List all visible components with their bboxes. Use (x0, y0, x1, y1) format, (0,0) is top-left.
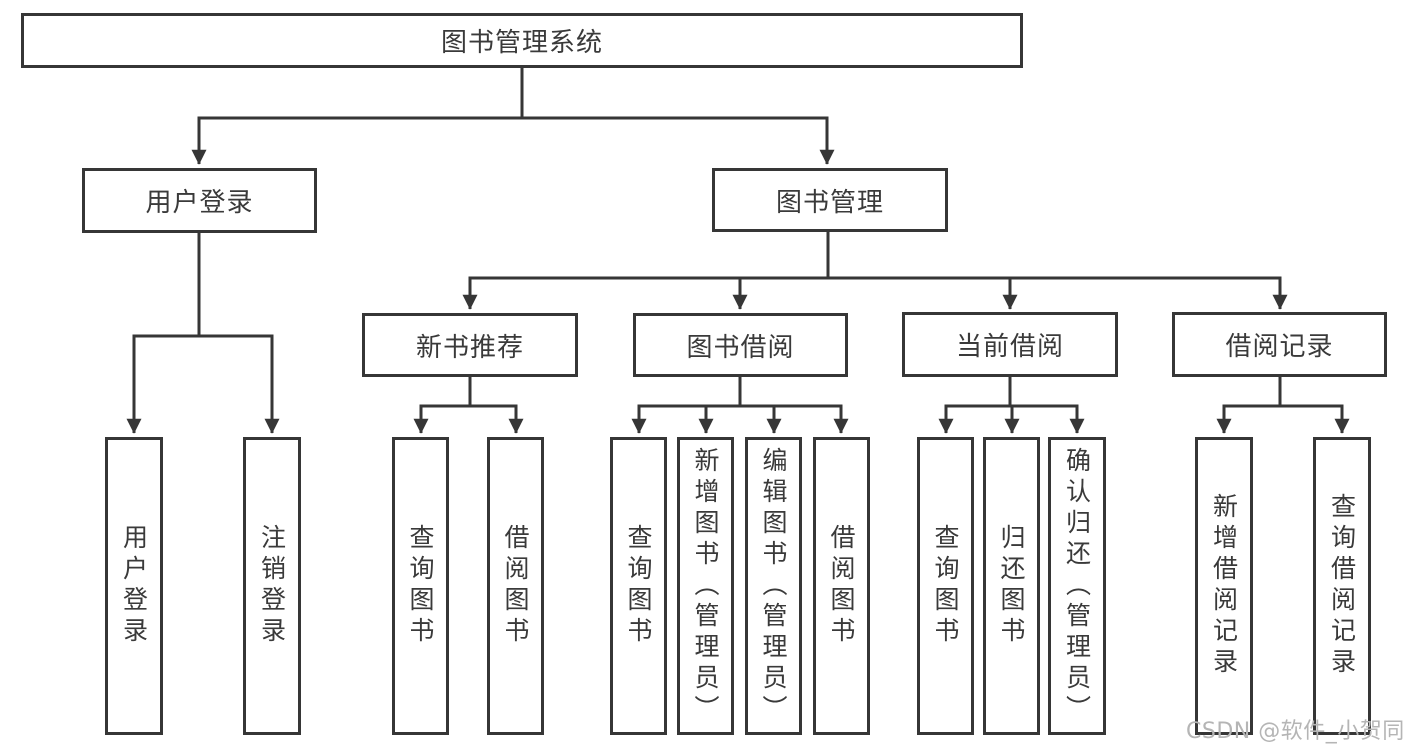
node-book-management: 图书管理 (712, 168, 948, 232)
node-current-borrow: 当前借阅 (902, 312, 1118, 377)
leaf-add-borrow-record: 新增借阅记录 (1195, 437, 1253, 735)
node-book-borrow-label: 图书借阅 (686, 332, 795, 363)
leaf-query-books-borrow: 查询图书 (610, 437, 667, 735)
node-user-login-label: 用户登录 (145, 188, 254, 218)
leaf-logout-label: 注销登录 (257, 524, 287, 648)
node-root: 图书管理系统 (21, 13, 1023, 68)
leaf-add-book-admin: 新增图书（管理员） (677, 437, 734, 735)
node-borrow-records-label: 借阅记录 (1225, 332, 1334, 362)
leaf-query-books-recommend: 查询图书 (392, 437, 449, 735)
leaf-borrow-books-recommend: 借阅图书 (487, 437, 544, 735)
leaf-confirm-return-admin: 确认归还（管理员） (1048, 437, 1106, 735)
leaf-query-books-recommend-label: 查询图书 (406, 524, 435, 648)
leaf-add-book-admin-label: 新增图书（管理员） (691, 446, 720, 726)
leaf-edit-book-admin-label: 编辑图书（管理员） (759, 446, 788, 726)
leaf-logout: 注销登录 (243, 437, 301, 735)
leaf-query-books-current-label: 查询图书 (931, 524, 960, 648)
leaf-confirm-return-admin-label: 确认归还（管理员） (1062, 446, 1092, 726)
node-new-book-recommend-label: 新书推荐 (415, 332, 524, 363)
leaf-add-borrow-record-label: 新增借阅记录 (1209, 493, 1239, 679)
csdn-watermark: CSDN @软件_小贺同学 (1186, 719, 1405, 744)
leaf-edit-book-admin: 编辑图书（管理员） (745, 437, 802, 735)
node-book-management-label: 图书管理 (775, 187, 884, 218)
leaf-query-books-borrow-label: 查询图书 (624, 524, 653, 648)
leaf-query-borrow-record: 查询借阅记录 (1313, 437, 1371, 735)
leaf-borrow-books-borrow: 借阅图书 (813, 437, 870, 735)
leaf-user-login-label: 用户登录 (119, 524, 149, 648)
node-root-label: 图书管理系统 (440, 28, 603, 58)
leaf-borrow-books-borrow-label: 借阅图书 (827, 524, 856, 648)
node-new-book-recommend: 新书推荐 (362, 313, 578, 377)
node-user-login: 用户登录 (82, 168, 317, 233)
leaf-borrow-books-recommend-label: 借阅图书 (501, 524, 530, 648)
leaf-return-books: 归还图书 (983, 437, 1040, 735)
node-current-borrow-label: 当前借阅 (955, 332, 1064, 362)
leaf-query-borrow-record-label: 查询借阅记录 (1327, 493, 1357, 679)
node-borrow-records: 借阅记录 (1172, 312, 1387, 377)
leaf-return-books-label: 归还图书 (997, 524, 1026, 648)
leaf-query-books-current: 查询图书 (917, 437, 974, 735)
node-book-borrow: 图书借阅 (633, 313, 848, 377)
leaf-user-login: 用户登录 (105, 437, 163, 735)
